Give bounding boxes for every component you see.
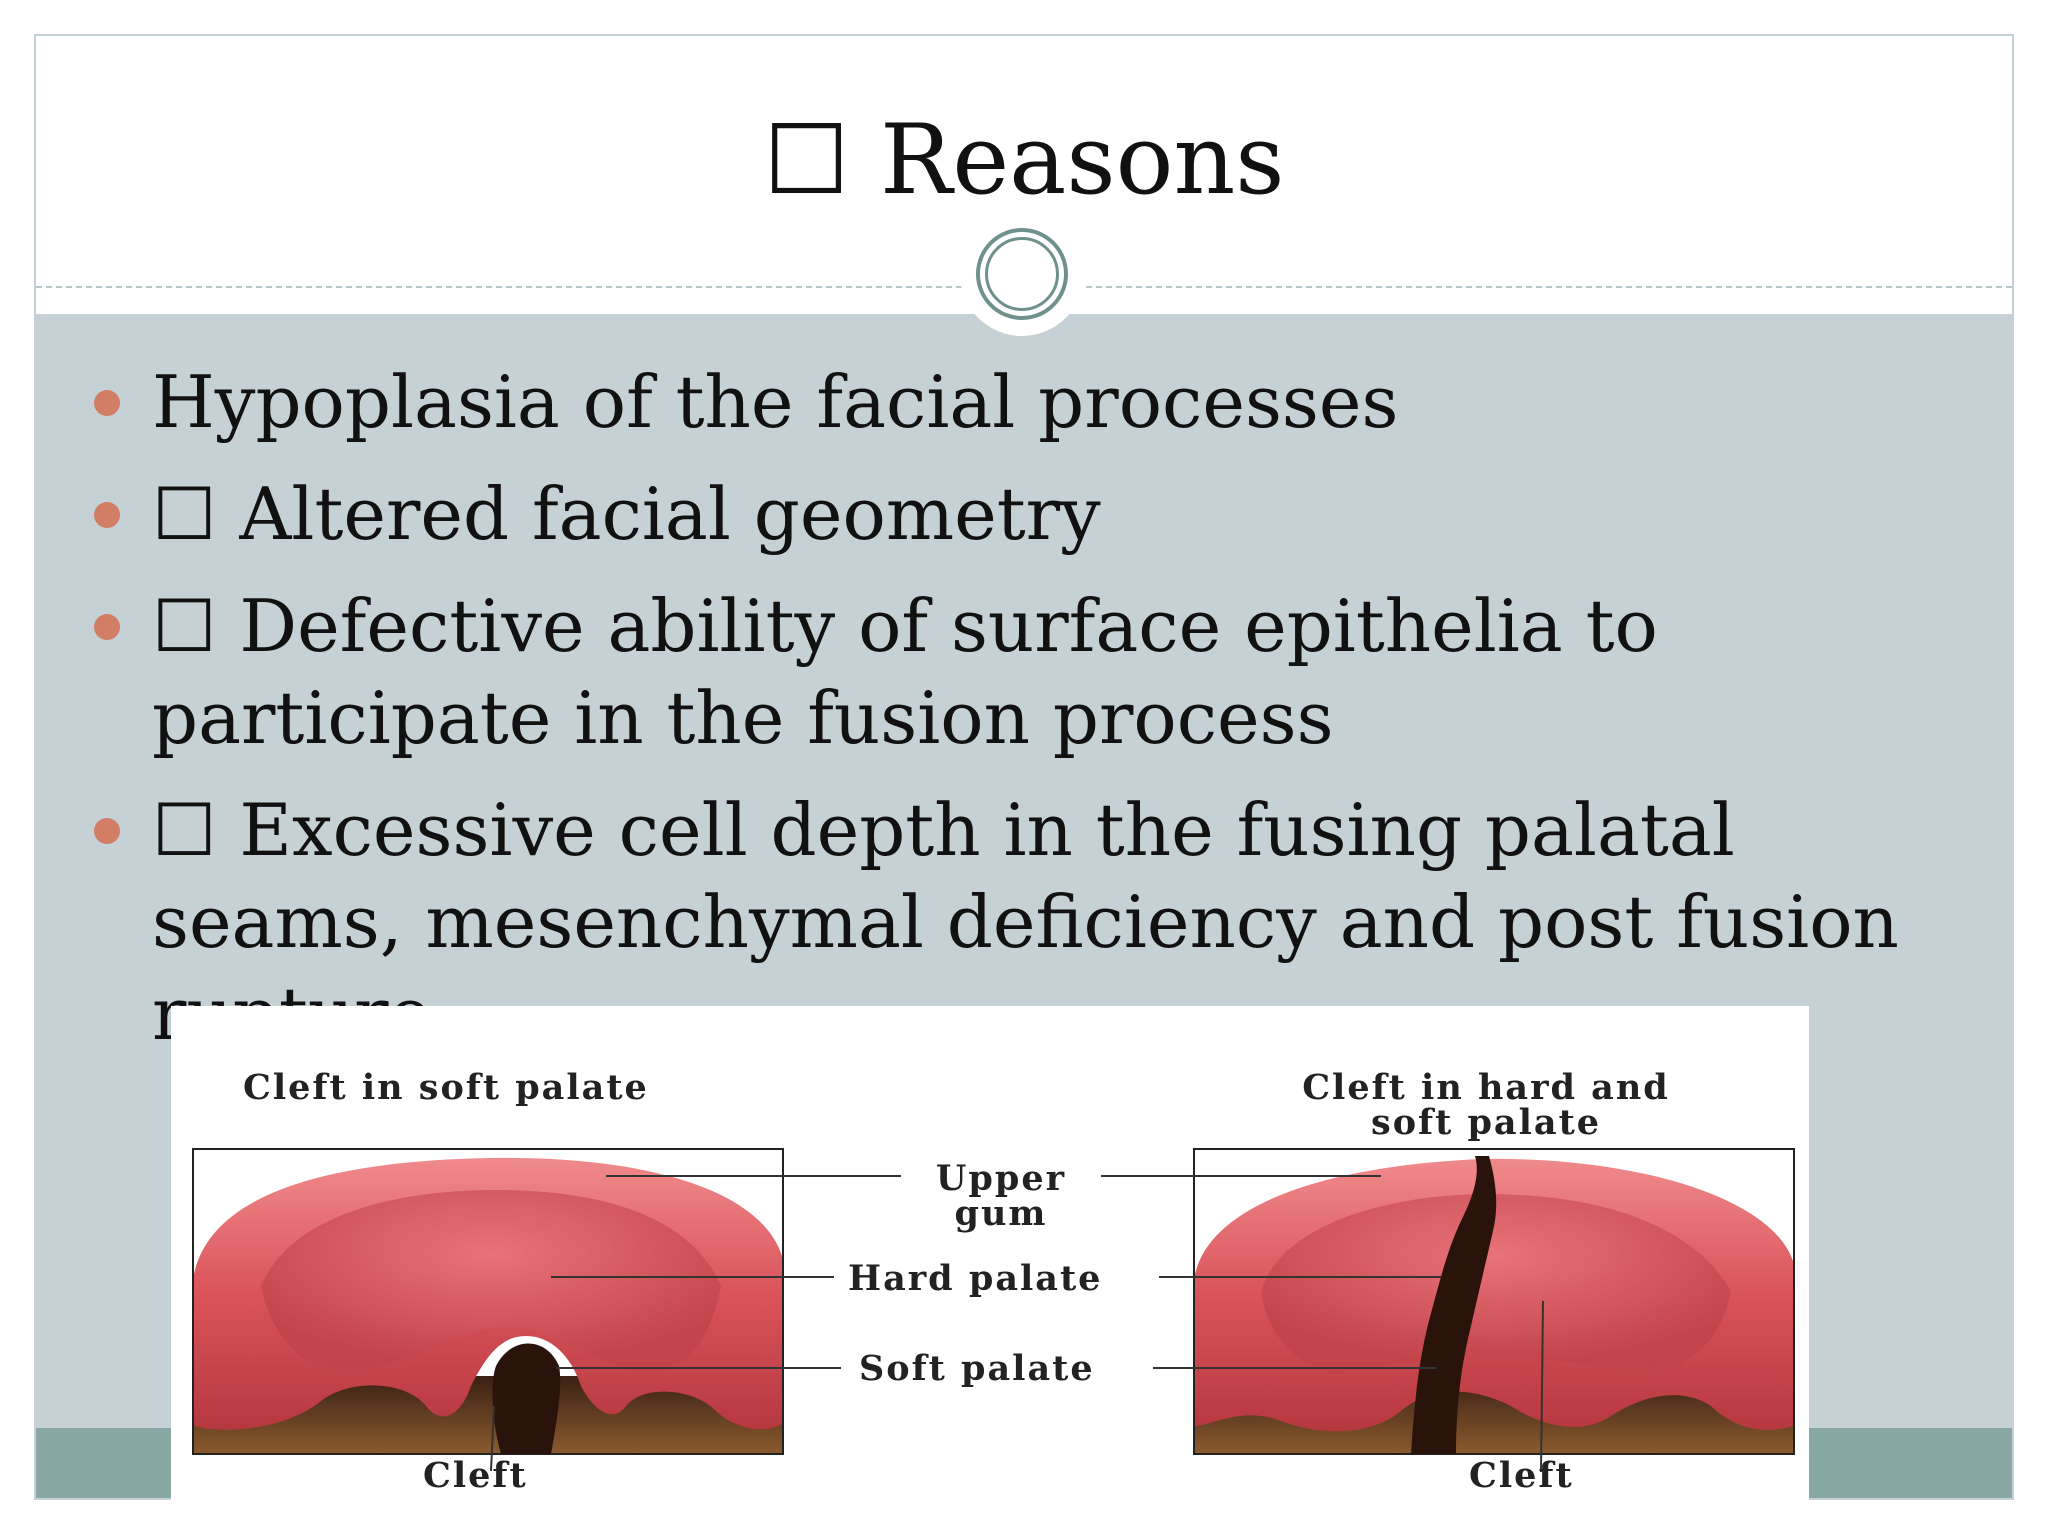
bullet-item: ☐ Altered facial geometry <box>90 468 1940 560</box>
label-cleft-right: Cleft <box>1469 1455 1574 1496</box>
bullet-dot-icon <box>94 502 120 528</box>
label-upper-gum: Upper gum <box>891 1161 1111 1231</box>
bullet-dot-icon <box>94 614 120 640</box>
cleft-palate-illustration <box>192 1148 1795 1473</box>
label-soft-palate: Soft palate <box>859 1348 1095 1389</box>
caption-soft-palate: Cleft in soft palate <box>243 1067 649 1108</box>
label-line: gum <box>954 1193 1048 1234</box>
bullet-text: ☐ Defective ability of surface epithelia… <box>152 584 1658 760</box>
bullet-list: Hypoplasia of the facial processes ☐ Alt… <box>90 356 1940 1080</box>
slide-title: ☐ Reasons <box>763 104 1285 216</box>
bullet-text: Hypoplasia of the facial processes <box>152 360 1399 444</box>
bullet-dot-icon <box>94 390 120 416</box>
label-cleft-left: Cleft <box>423 1455 528 1496</box>
cleft-palate-figure: Cleft in soft palate Cleft in hard and s… <box>171 1006 1809 1500</box>
soft-palate-cleft-diagram <box>192 1148 784 1455</box>
bullet-dot-icon <box>94 818 120 844</box>
bullet-item: ☐ Defective ability of surface epithelia… <box>90 580 1940 764</box>
bullet-text: ☐ Altered facial geometry <box>152 472 1101 556</box>
bullet-item: Hypoplasia of the facial processes <box>90 356 1940 448</box>
caption-hard-soft-palate: Cleft in hard and soft palate <box>1276 1070 1696 1140</box>
divider-circle-ornament <box>960 212 1084 336</box>
label-hard-palate: Hard palate <box>848 1258 1103 1299</box>
hard-and-soft-palate-cleft-diagram <box>1193 1148 1795 1455</box>
ring-icon <box>976 228 1068 320</box>
caption-line: Cleft in hard and <box>1302 1067 1670 1108</box>
label-line: Upper <box>935 1158 1067 1199</box>
caption-line: soft palate <box>1370 1102 1602 1143</box>
leader-lines <box>490 1175 1544 1473</box>
